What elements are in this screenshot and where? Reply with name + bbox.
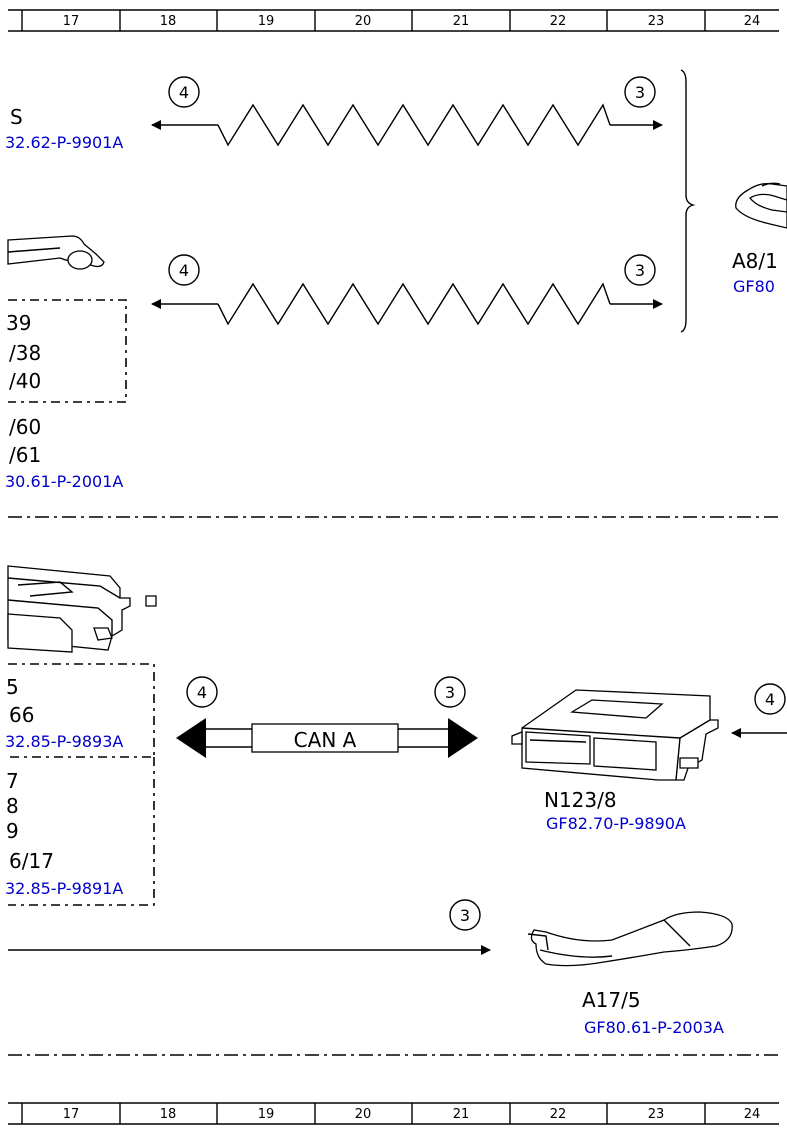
marker-4-text: 4 xyxy=(179,261,189,280)
box1-line-1: 5 xyxy=(6,675,19,699)
left-ref-upper: 32.62-P-9901A xyxy=(5,133,123,152)
marker-3-text: 3 xyxy=(445,683,455,702)
top-col-21: 21 xyxy=(453,14,470,29)
door-handle-icon xyxy=(527,911,733,967)
marker-4-circle xyxy=(168,254,200,286)
marker-3-circle xyxy=(624,76,656,108)
bottom-col-22: 22 xyxy=(550,1107,567,1122)
box1-ref: 32.85-P-9893A xyxy=(5,732,123,751)
marker-4-circle xyxy=(168,76,200,108)
bottom-col-19: 19 xyxy=(258,1107,275,1122)
dashed-box-lower-2 xyxy=(8,757,155,906)
can-bus-link: CAN A 4 3 xyxy=(176,676,478,758)
below-box-line-2: /61 xyxy=(9,443,41,467)
top-col-23: 23 xyxy=(648,14,665,29)
bottom-col-21: 21 xyxy=(453,1107,470,1122)
box2-ref: 32.85-P-9891A xyxy=(5,879,123,898)
marker-3-circle xyxy=(449,899,481,931)
key-fob-icon xyxy=(735,182,787,229)
left-label-upper: S xyxy=(10,105,23,129)
below-box-line-1: /60 xyxy=(9,415,41,439)
box2-line-3: 9 xyxy=(6,819,19,843)
top-col-24: 24 xyxy=(744,14,761,29)
left-control-unit-icon xyxy=(7,565,157,653)
bottom-col-23: 23 xyxy=(648,1107,665,1122)
marker-3-text: 3 xyxy=(635,83,645,102)
right-component-label: A8/1 xyxy=(732,249,778,273)
module-ref: GF82.70-P-9890A xyxy=(546,814,686,833)
box-upper-line-2: /38 xyxy=(9,341,41,365)
box-upper-line-1: 39 xyxy=(6,311,31,335)
top-col-22: 22 xyxy=(550,14,567,29)
sensor-component-icon xyxy=(7,235,105,270)
top-column-ruler: 17 18 19 20 21 22 23 24 xyxy=(8,9,779,32)
marker-4-circle xyxy=(186,676,218,708)
right-component-ref: GF80 xyxy=(733,277,775,296)
bottom-col-18: 18 xyxy=(160,1107,177,1122)
marker-3-text: 3 xyxy=(460,906,470,925)
marker-3-text: 3 xyxy=(635,261,645,280)
curly-brace xyxy=(680,69,696,333)
zigzag-signal-1: 4 3 xyxy=(151,76,663,147)
marker-3-circle xyxy=(434,676,466,708)
left-ref-upper-2: 30.61-P-2001A xyxy=(5,472,123,491)
bottom-column-ruler: 17 18 19 20 21 22 23 24 xyxy=(8,1102,779,1125)
control-module-icon xyxy=(511,689,719,781)
handle-label: A17/5 xyxy=(582,988,641,1012)
box1-line-2: 66 xyxy=(9,703,34,727)
box2-line-2: 8 xyxy=(6,794,19,818)
top-col-20: 20 xyxy=(355,14,372,29)
marker-4-circle xyxy=(754,683,786,715)
dashed-box-upper xyxy=(8,299,127,403)
bottom-col-20: 20 xyxy=(355,1107,372,1122)
bottom-col-24: 24 xyxy=(744,1107,761,1122)
marker-4-text: 4 xyxy=(765,690,775,709)
dashed-box-lower-1 xyxy=(8,663,155,758)
bottom-col-17: 17 xyxy=(63,1107,80,1122)
top-col-17: 17 xyxy=(63,14,80,29)
top-col-18: 18 xyxy=(160,14,177,29)
box2-line-4: 6/17 xyxy=(9,849,54,873)
zigzag-signal-2: 4 3 xyxy=(151,254,663,326)
marker-3-circle xyxy=(624,254,656,286)
can-a-label: CAN A xyxy=(294,728,357,752)
marker-4-text: 4 xyxy=(179,83,189,102)
box2-line-1: 7 xyxy=(6,769,19,793)
marker-4-text: 4 xyxy=(197,683,207,702)
box-upper-line-3: /40 xyxy=(9,369,41,393)
module-label: N123/8 xyxy=(544,788,617,812)
top-col-19: 19 xyxy=(258,14,275,29)
handle-ref: GF80.61-P-2003A xyxy=(584,1018,724,1037)
